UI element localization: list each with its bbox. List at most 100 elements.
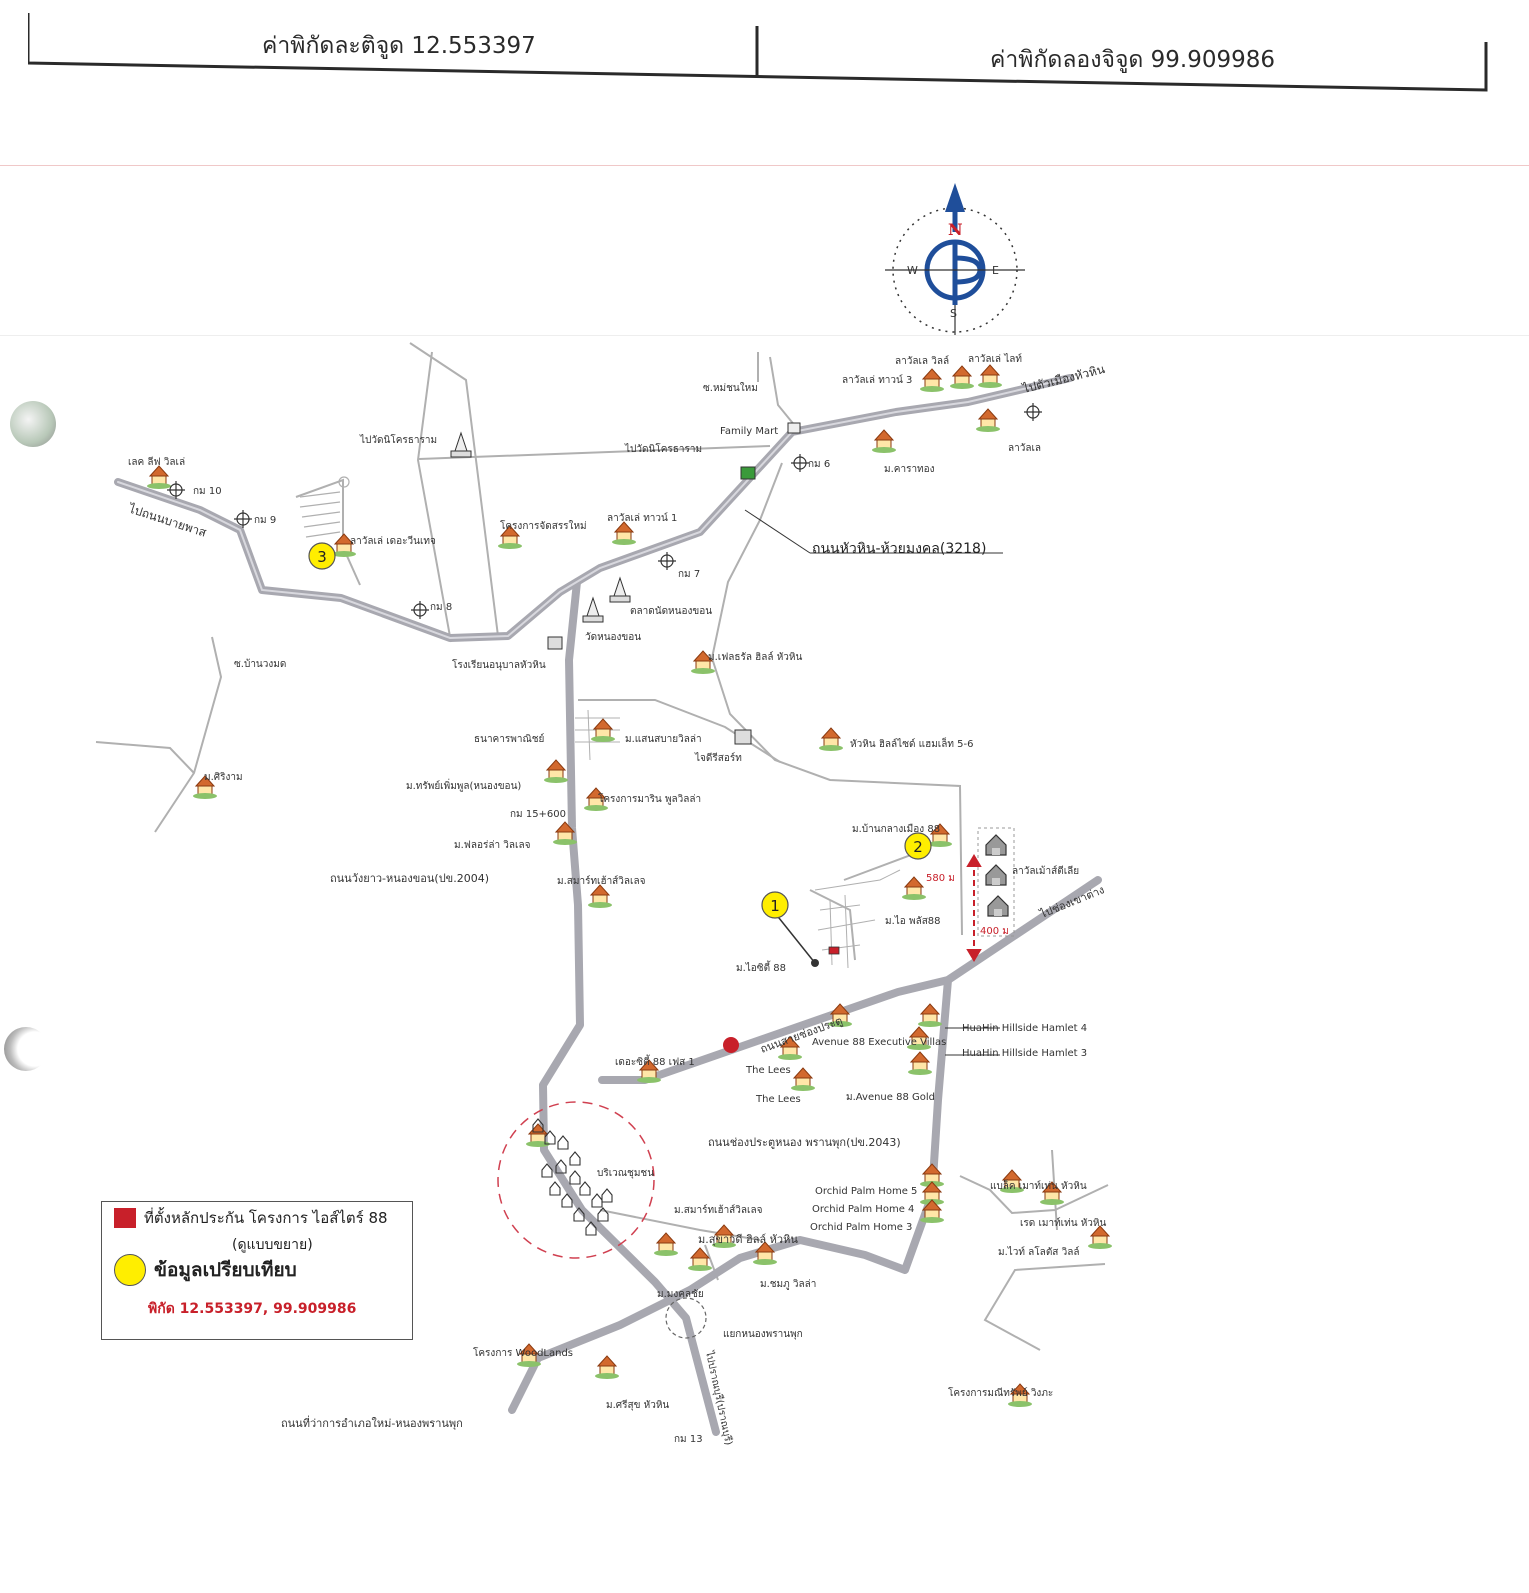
label-avenue88-exec: Avenue 88 Executive Villas <box>812 1037 946 1048</box>
divider-line <box>0 165 1529 166</box>
label-m-flora: ม.ฟลอร่ล่า วิลเลจ <box>454 840 531 851</box>
legend-subject-label: ที่ตั้งหลักประกัน โครงการ ไอส์ไตร์ 88 <box>144 1209 388 1227</box>
label-m-baan-klang-muang: ม.บ้านกลางเมือง 88 <box>852 823 940 835</box>
comparison-marker-2: 2 <box>904 832 932 860</box>
label-m-sappaitoon: ม.ทรัพย์เพิ่มพูล(หนองขอน) <box>406 778 521 792</box>
legend-subject-row: ที่ตั้งหลักประกัน โครงการ ไอส์ไตร์ 88 <box>114 1206 388 1230</box>
leader-lines <box>744 509 1003 1056</box>
road-centerlines <box>117 377 1071 640</box>
label-km9: กม 9 <box>254 515 276 526</box>
label-m-siriram: ม.ศิริงาม <box>204 772 243 783</box>
label-lasalle-light: ลาวัลเล่ ไลท์ <box>968 353 1022 365</box>
label-km13: กม 13 <box>674 1434 703 1445</box>
marker-1-number: 1 <box>770 897 780 915</box>
label-family-mart: Family Mart <box>720 426 778 437</box>
label-km7: กม 7 <box>678 569 700 580</box>
label-hillside-56: หัวหิน ฮิลล์ไซด์ แฮมเล็ท 5-6 <box>850 736 973 750</box>
subject-square-icon <box>114 1208 136 1228</box>
label-m-white-lotus: ม.ไวท์ ลโลตัส วิลล์ <box>998 1245 1079 1258</box>
label-soi-maisuan: ซ.หม่ชนใหม <box>703 382 758 394</box>
marker-2-number: 2 <box>913 838 923 856</box>
label-the-city88: เดอะซิตี้ 88 เฟส 1 <box>615 1054 695 1068</box>
compass-east: E <box>992 264 999 277</box>
label-m-mongkol: ม.มงคลชัย <box>657 1289 704 1300</box>
label-to-wat-2: ไปวัดนิโครธาราม <box>624 442 702 455</box>
label-hamlet3: HuaHin Hillside Hamlet 3 <box>962 1048 1087 1059</box>
label-lake-view: เลค ลีฟ วิลเล่ <box>128 456 185 468</box>
label-junction: แยกหนองพรานพุก <box>723 1329 803 1340</box>
compass-rose <box>885 183 1025 335</box>
label-m-srisuk: ม.ศรีสุข หัวหิน <box>606 1399 669 1411</box>
label-road-amphoe: ถนนที่ว่าการอำเภอใหม่-หนองพรานพุก <box>281 1415 463 1430</box>
label-lasalle: ลาวัลเล <box>1008 443 1041 454</box>
label-road-main: ถนนหัวหิน-ห้วยมงคล(3218) <box>812 541 986 557</box>
label-lasalle-town3: ลาวัลเล่ ทาวน์ 3 <box>842 374 912 386</box>
community-house-icons <box>532 1118 613 1236</box>
binder-hole-top <box>10 401 56 447</box>
label-church: ไจดีรีสอร์ท <box>694 752 742 764</box>
binder-hole-bottom <box>4 1027 48 1071</box>
label-km10: กม 10 <box>193 486 222 497</box>
label-bank: ธนาคารพาณิชย์ <box>474 733 544 745</box>
compass-west: W <box>907 264 918 277</box>
legend-subject-sub: (ดูแบบขยาย) <box>232 1237 313 1253</box>
legend-subject-sub-row: (ดูแบบขยาย) <box>232 1234 313 1256</box>
subject-property-marker <box>828 946 840 955</box>
label-wat-nongkhon: วัดหนองขอน <box>585 632 641 643</box>
label-soi-bannong: ซ.บ้านวงมด <box>234 658 286 670</box>
label-road-2043: ถนนช่องประตูหนอง พรานพุก(ปข.2043) <box>708 1136 901 1149</box>
label-orchid5: Orchid Palm Home 5 <box>815 1186 917 1197</box>
label-project-manee: โครงการมณีทรัพย์ วิงภะ <box>948 1386 1053 1399</box>
marker-3-number: 3 <box>317 548 327 566</box>
label-lasalle-villa: ลาวัลเล วิลล์ <box>895 355 949 367</box>
gray-house-icons <box>977 827 1015 937</box>
label-orchid3: Orchid Palm Home 3 <box>810 1222 912 1233</box>
community-area-circle <box>497 1101 655 1259</box>
longitude-label: ค่าพิกัดลองจิจูด 99.909986 <box>990 47 1276 73</box>
label-lasalle-terrace: ลาวัลเล่ เดอะวีนเทจ <box>350 535 436 547</box>
subdivision-plot-3 <box>299 476 350 538</box>
label-dist-400: 400 ม <box>980 926 1009 937</box>
label-orchid4: Orchid Palm Home 4 <box>812 1204 914 1215</box>
label-km8: กม 8 <box>430 602 452 613</box>
label-red-mountain: เรด เมาท์เท่น หัวหิน <box>1020 1217 1107 1229</box>
label-the-lees-2: The Lees <box>755 1094 801 1105</box>
label-avenue88-gold: ม.Avenue 88 Gold <box>846 1092 935 1103</box>
label-to-khao-tao: ไปช่องเขาต่าง <box>1037 883 1106 921</box>
comparison-marker-1: 1 <box>761 891 789 919</box>
label-m-smart-home: ม.สมาร์ทเฮ้าส์วิลเลจ <box>557 875 646 887</box>
label-lasalle-town1: ลาวัลเล่ ทาวน์ 1 <box>607 512 677 524</box>
compass-north: N <box>948 220 963 239</box>
marker1-leader <box>774 912 816 964</box>
latitude-label: ค่าพิกัดละติจูด 12.553397 <box>262 33 536 59</box>
compass-south: S <box>950 307 957 320</box>
label-m-kaewthong: ม.คาราทอง <box>884 464 935 475</box>
label-to-wat-1: ไปวัดนิโครธาราม <box>359 433 437 446</box>
label-school: โรงเรียนอนุบาลหัวหิน <box>452 658 546 671</box>
comparison-circle-icon <box>114 1254 146 1286</box>
label-m-chompoo: ม.ชมภู วิลล่า <box>760 1279 816 1290</box>
legend-coordinates-row: พิกัด 12.553397, 99.909986 <box>148 1298 356 1320</box>
label-hamlet4: HuaHin Hillside Hamlet 4 <box>962 1023 1087 1034</box>
label-m-icity: ม.ไอซิตี้ 88 <box>736 960 786 974</box>
label-market: ตลาดนัดหนองขอน <box>630 606 712 617</box>
label-km15-600: กม 15+600 <box>510 809 566 820</box>
label-project-srisai: โครงการจัดสรรใหม่ <box>500 519 587 532</box>
label-km6: กม 6 <box>808 459 830 470</box>
label-the-lees-1: The Lees <box>745 1065 791 1076</box>
label-m-sawatdee: ม.สุขาวดี ฮิลล์ หัวหิน <box>698 1233 798 1246</box>
coordinate-header-frame <box>28 13 1488 92</box>
km-markers <box>166 402 1043 620</box>
label-community: บริเวณชุมชน <box>597 1168 654 1179</box>
landmark-icons <box>450 422 801 1053</box>
legend-coordinates: พิกัด 12.553397, 99.909986 <box>148 1301 357 1317</box>
comparison-marker-3: 3 <box>308 542 336 570</box>
distance-indicator <box>966 854 982 962</box>
label-m-smart-village: ม.สมาร์ทเฮ้าส์วิลเลจ <box>674 1204 763 1216</box>
map-legend: ที่ตั้งหลักประกัน โครงการ ไอส์ไตร์ 88 (ด… <box>101 1201 413 1340</box>
legend-comparison-label: ข้อมูลเปรียบเทียบ <box>154 1259 297 1281</box>
label-m-palm-hills: ม.เฟลธรัล ฮิลล์ หัวหิน <box>708 651 803 663</box>
label-project-marin: โครงการมาริน พูลวิลล่า <box>598 792 701 805</box>
divider-line-faint <box>0 335 1529 336</box>
